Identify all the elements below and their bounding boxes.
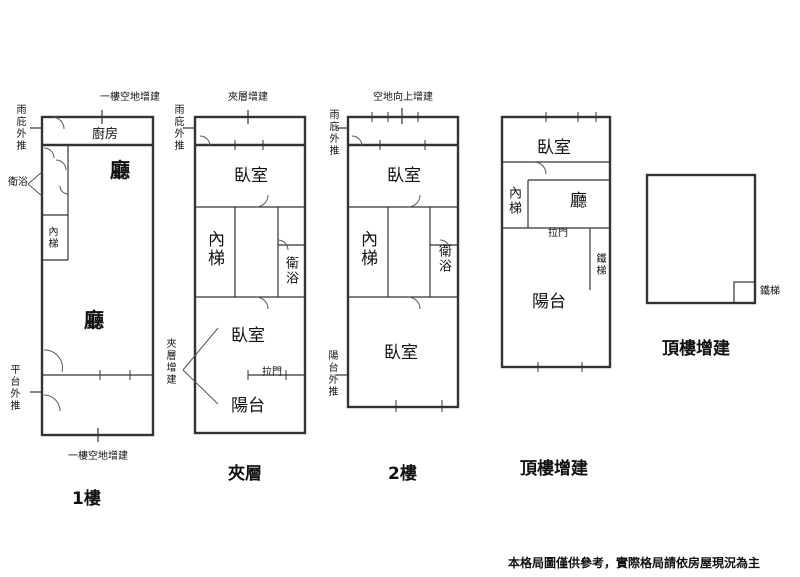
mezz-bath-label: 衛浴 xyxy=(283,256,298,286)
f2-rain-shelter-note: 雨庇外推 xyxy=(327,109,338,157)
f2-bath-label: 衛浴 xyxy=(436,244,451,274)
f1-platform-note: 平台外推 xyxy=(8,364,19,412)
mezz-rain-shelter-note: 雨庇外推 xyxy=(172,104,183,152)
roof-addition-b-plan xyxy=(645,173,757,305)
roof-a-living-label: 廳 xyxy=(570,191,587,211)
floor-1-plan xyxy=(27,110,155,442)
f1-stairs-label: 內梯 xyxy=(46,226,57,250)
roof-a-sliding-door-label: 拉門 xyxy=(548,228,568,239)
roof-a-iron-stairs-label: 鐵梯 xyxy=(594,253,605,277)
mezz-caption: 夾層 xyxy=(228,464,262,484)
roof-addition-a-plan xyxy=(500,112,612,372)
mezz-top-extension-note: 夾層增建 xyxy=(228,92,268,103)
f1-bottom-extension-note: 一樓空地增建 xyxy=(68,451,128,462)
mezz-stairs-label: 內梯 xyxy=(204,230,224,268)
f2-balcony-out-note: 陽台外推 xyxy=(326,350,337,398)
f1-caption: 1樓 xyxy=(72,489,101,509)
f1-living-top-label: 廳 xyxy=(110,158,130,182)
roof-a-bedroom-label: 臥室 xyxy=(537,138,571,158)
mezzanine-plan xyxy=(182,110,307,435)
f2-bedroom-bottom-label: 臥室 xyxy=(384,343,418,363)
roof-a-balcony-label: 陽台 xyxy=(532,292,566,312)
f2-stairs-label: 內梯 xyxy=(357,230,377,268)
f1-kitchen-label: 廚房 xyxy=(92,127,119,142)
f2-caption: 2樓 xyxy=(388,464,417,484)
disclaimer-text: 本格局圖僅供參考，實際格局請依房屋現況為主 xyxy=(508,556,761,570)
floor-2-plan xyxy=(336,108,460,412)
mezz-sliding-door-label: 拉門 xyxy=(262,367,282,378)
f1-top-extension-note: 一樓空地增建 xyxy=(100,92,160,103)
f1-rain-shelter-note: 雨庇外推 xyxy=(14,104,25,152)
mezz-balcony-label: 陽台 xyxy=(231,396,265,416)
mezz-side-extension-note: 夾層增建 xyxy=(164,338,175,386)
f1-bath-label: 衛浴 xyxy=(8,177,28,188)
roof-a-caption: 頂樓增建 xyxy=(520,459,588,479)
f2-top-extension-note: 空地向上增建 xyxy=(373,92,433,103)
f2-bedroom-top-label: 臥室 xyxy=(387,166,421,186)
f1-living-main-label: 廳 xyxy=(84,308,104,332)
mezz-bedroom-top-label: 臥室 xyxy=(234,166,268,186)
mezz-bedroom-bottom-label: 臥室 xyxy=(231,326,265,346)
roof-b-iron-stairs-label: 鐵梯 xyxy=(760,286,780,297)
roof-b-caption: 頂樓增建 xyxy=(662,339,730,359)
roof-a-stairs-label: 內梯 xyxy=(506,186,521,216)
